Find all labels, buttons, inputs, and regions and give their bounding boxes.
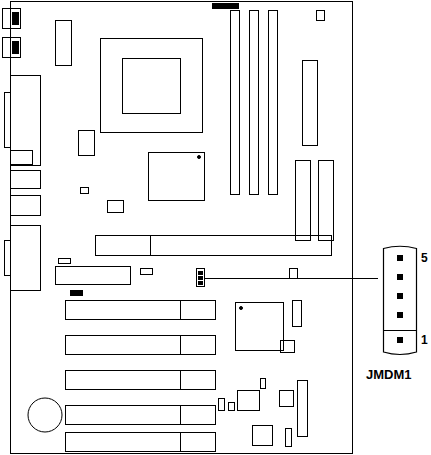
pin-number: 5 bbox=[421, 252, 428, 264]
pin-number: 1 bbox=[421, 334, 428, 346]
jumper-name: JMDM1 bbox=[366, 368, 412, 381]
